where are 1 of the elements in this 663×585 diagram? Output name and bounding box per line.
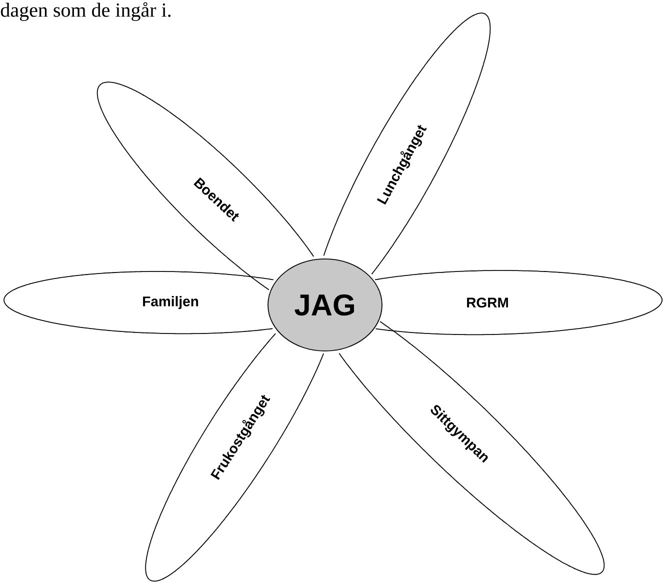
caption-text: dagen som de ingår i. xyxy=(0,2,171,21)
